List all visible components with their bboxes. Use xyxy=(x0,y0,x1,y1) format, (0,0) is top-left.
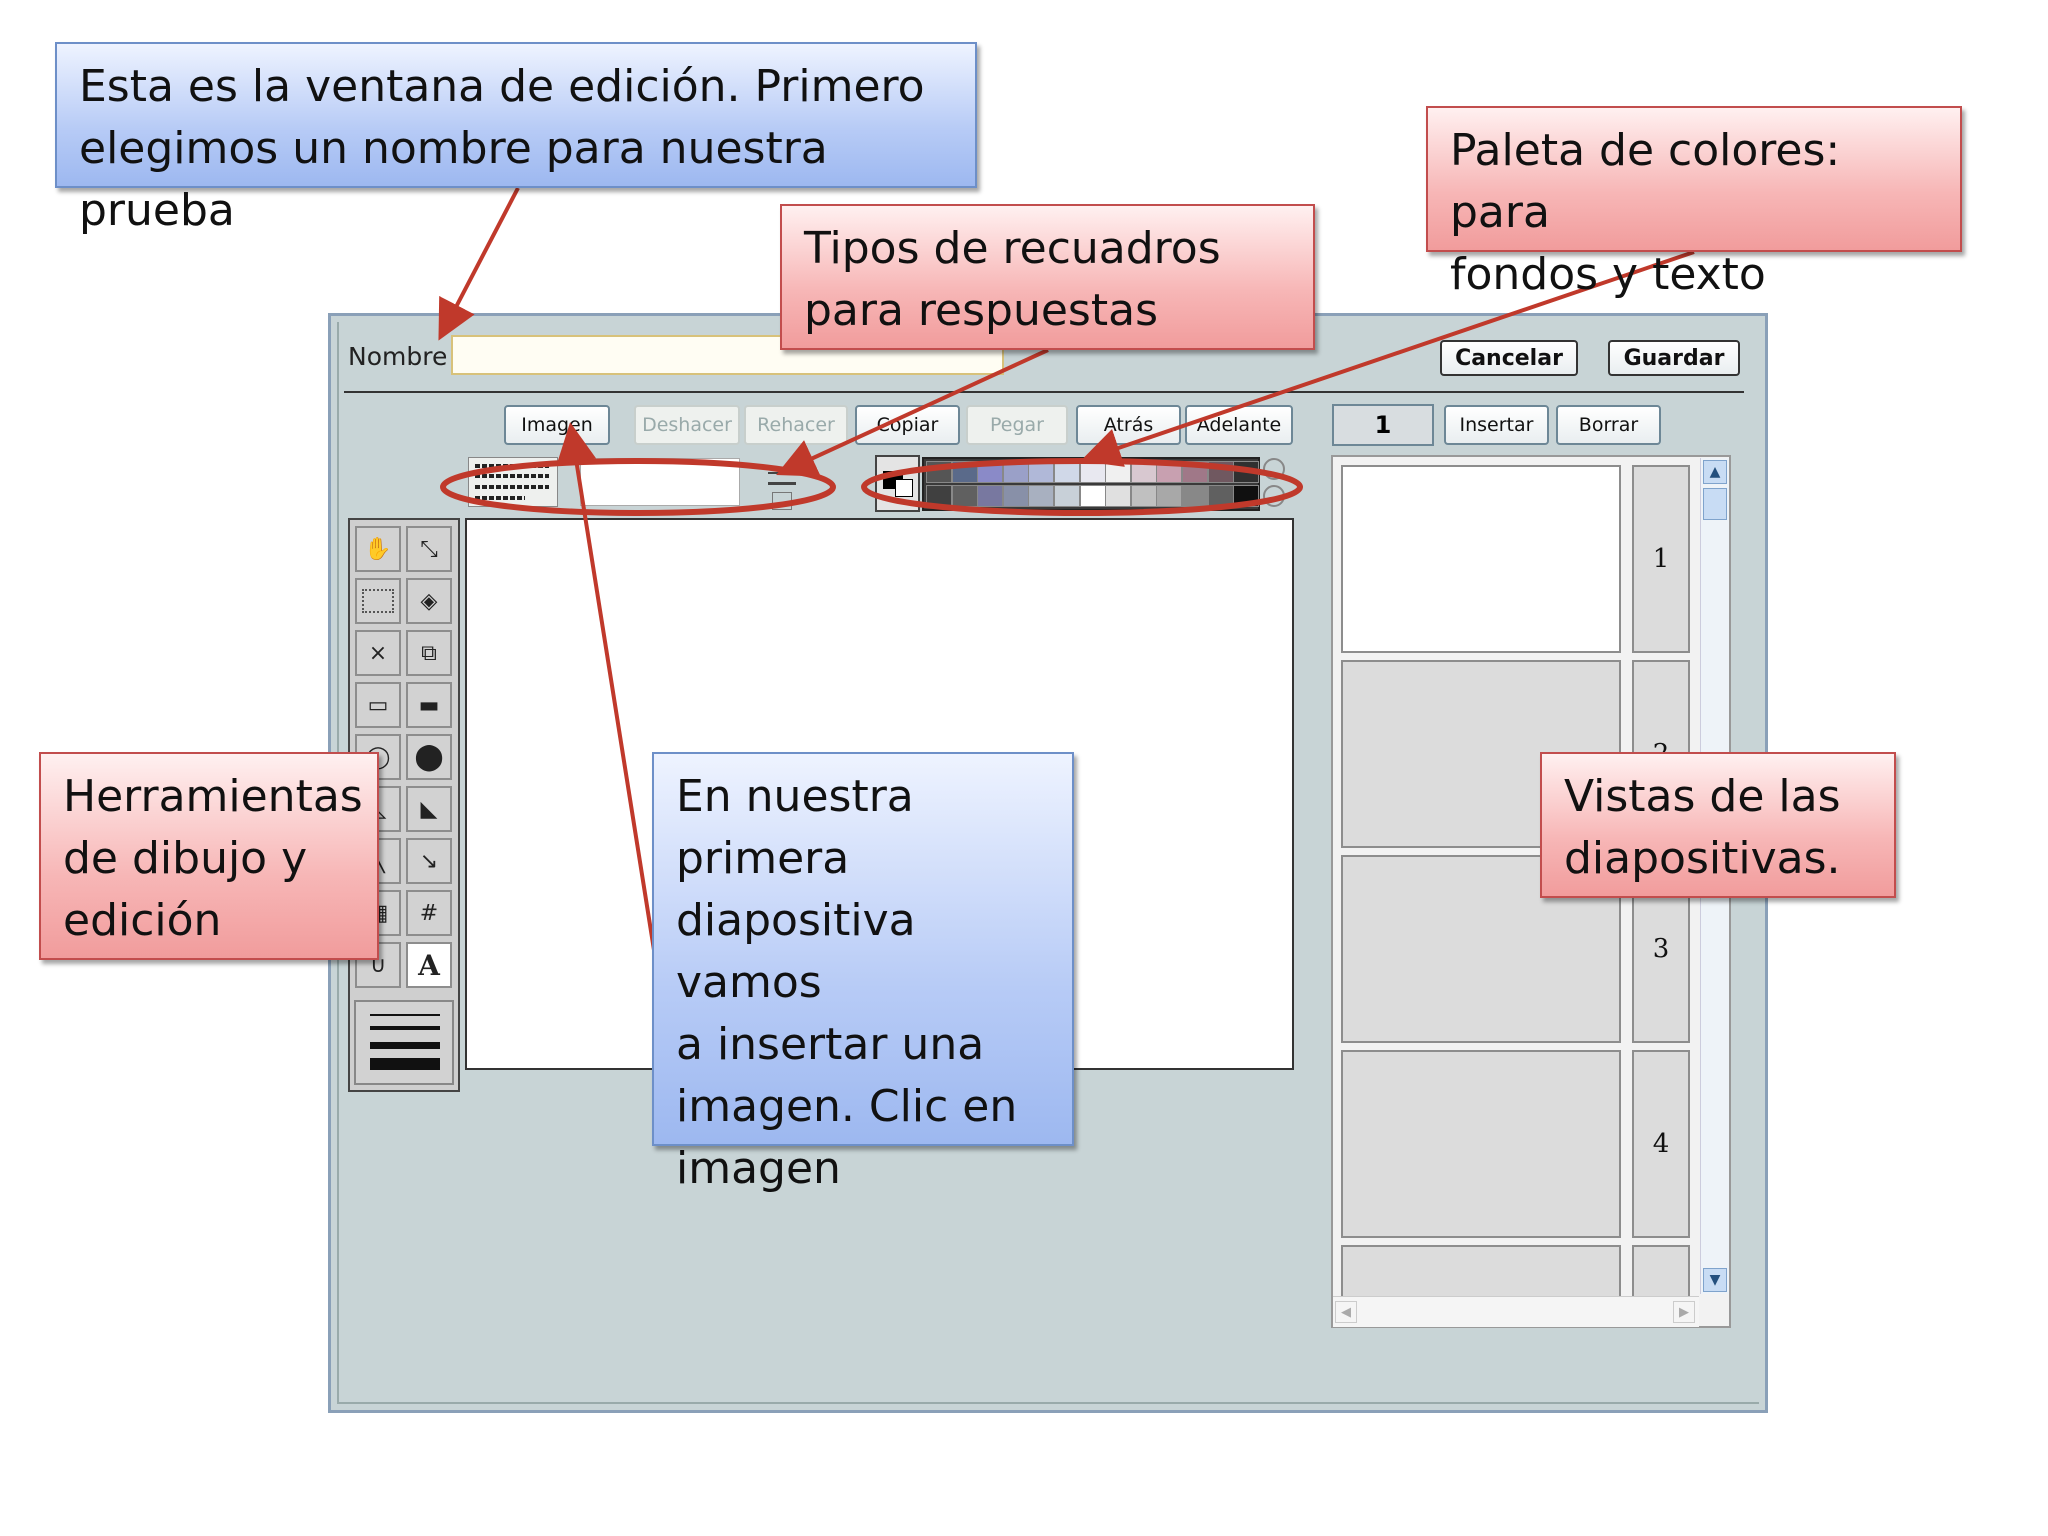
callout-line: diapositivas. xyxy=(1564,833,1841,884)
select-rect-icon[interactable] xyxy=(355,578,401,624)
slides-callout: Vistas de las diapositivas. xyxy=(1540,752,1896,898)
arrow-icon[interactable]: ↘ xyxy=(406,838,452,884)
grid-icon[interactable]: # xyxy=(406,890,452,936)
rect-outline-icon[interactable]: ▭ xyxy=(355,682,401,728)
scroll-thumb[interactable] xyxy=(1703,488,1727,520)
copy-icon[interactable]: ⧉ xyxy=(406,630,452,676)
answers-callout: Tipos de recuadros para respuestas xyxy=(780,204,1315,350)
forward-button[interactable]: Adelante xyxy=(1185,405,1293,445)
scroll-left-arrow-icon[interactable]: ◀ xyxy=(1335,1301,1357,1323)
name-label: Nombre xyxy=(348,342,448,371)
color-swatch[interactable] xyxy=(1105,485,1132,507)
callout-line: edición xyxy=(63,895,222,946)
color-swatch[interactable] xyxy=(1156,485,1183,507)
color-swatch[interactable] xyxy=(977,485,1004,507)
color-swatch[interactable] xyxy=(1054,485,1080,507)
palette-scroll-up-icon[interactable] xyxy=(1263,458,1285,480)
text-icon[interactable]: A xyxy=(406,942,452,988)
cancel-button[interactable]: Cancelar xyxy=(1440,340,1578,376)
slide-number[interactable]: 4 xyxy=(1632,1050,1690,1238)
callout-line: Tipos de recuadros xyxy=(804,223,1221,274)
slide-number-partial[interactable] xyxy=(1632,1245,1690,1297)
slide-number[interactable]: 1 xyxy=(1632,465,1690,653)
delete-slide-button[interactable]: Borrar xyxy=(1556,405,1661,445)
palette-ellipse xyxy=(861,458,1303,516)
image-callout: En nuestra primera diapositiva vamos a i… xyxy=(652,752,1074,1194)
callout-line: fondos y texto xyxy=(1450,249,1766,300)
save-button[interactable]: Guardar xyxy=(1608,340,1740,376)
line-width-selector[interactable] xyxy=(354,1000,454,1085)
color-swatch[interactable] xyxy=(1028,485,1055,507)
scroll-up-arrow-icon[interactable]: ▲ xyxy=(1703,460,1727,484)
header-divider xyxy=(344,391,1744,393)
undo-button[interactable]: Deshacer xyxy=(634,405,740,445)
slide-number-field[interactable]: 1 xyxy=(1332,404,1434,446)
redo-button[interactable]: Rehacer xyxy=(744,405,848,445)
answers-arrow xyxy=(776,348,1049,477)
callout-line: diapositiva vamos xyxy=(676,895,916,1008)
slide-thumbnail[interactable] xyxy=(1341,1050,1621,1238)
fill-icon[interactable]: ◈ xyxy=(406,578,452,624)
slide-thumbnail[interactable] xyxy=(1341,1245,1621,1297)
callout-line: imagen. Clic en xyxy=(676,1081,1018,1132)
callout-line: En nuestra xyxy=(676,771,914,822)
triangle-filled-icon[interactable]: ◣ xyxy=(406,786,452,832)
callout-line: imagen xyxy=(676,1143,841,1194)
slide-thumbnail[interactable] xyxy=(1341,465,1621,653)
callout-line: Vistas de las xyxy=(1564,771,1841,822)
slides-horizontal-scrollbar[interactable]: ◀ ▶ xyxy=(1333,1296,1699,1327)
callout-line: Herramientas xyxy=(63,771,363,822)
insert-slide-button[interactable]: Insertar xyxy=(1444,405,1549,445)
callout-line: para respuestas xyxy=(804,285,1158,336)
answer-types-ellipse xyxy=(440,458,836,516)
scroll-down-arrow-icon[interactable]: ▼ xyxy=(1703,1268,1727,1292)
copy-button[interactable]: Copiar xyxy=(855,405,960,445)
callout-line: Paleta de colores: para xyxy=(1450,125,1841,238)
tools-callout: Herramientas de dibujo y edición xyxy=(39,752,379,960)
palette-callout: Paleta de colores: para fondos y texto xyxy=(1426,106,1962,300)
ellipse-filled-icon[interactable]: ⬤ xyxy=(406,734,452,780)
delete-x-icon[interactable]: × xyxy=(355,630,401,676)
image-arrow xyxy=(556,422,656,951)
color-swatch[interactable] xyxy=(1079,485,1106,507)
scroll-right-arrow-icon[interactable]: ▶ xyxy=(1673,1301,1695,1323)
callout-line: primera xyxy=(676,833,850,884)
callout-line: a insertar una xyxy=(676,1019,985,1070)
callout-line: Esta es la ventana de edición. Primero xyxy=(79,61,925,112)
color-swatch[interactable] xyxy=(1130,485,1157,507)
palette-arrow xyxy=(1080,250,1695,467)
paste-button[interactable]: Pegar xyxy=(966,405,1068,445)
hand-icon[interactable]: ✋ xyxy=(355,526,401,572)
editor-callout: Esta es la ventana de edición. Primero e… xyxy=(55,42,977,236)
rect-filled-icon[interactable]: ▬ xyxy=(406,682,452,728)
callout-line: de dibujo y xyxy=(63,833,308,884)
callout-line: elegimos un nombre para nuestra prueba xyxy=(79,123,828,236)
editor-arrow xyxy=(438,187,520,341)
color-swatch[interactable] xyxy=(1002,485,1029,507)
resize-icon[interactable]: ⤡ xyxy=(406,526,452,572)
